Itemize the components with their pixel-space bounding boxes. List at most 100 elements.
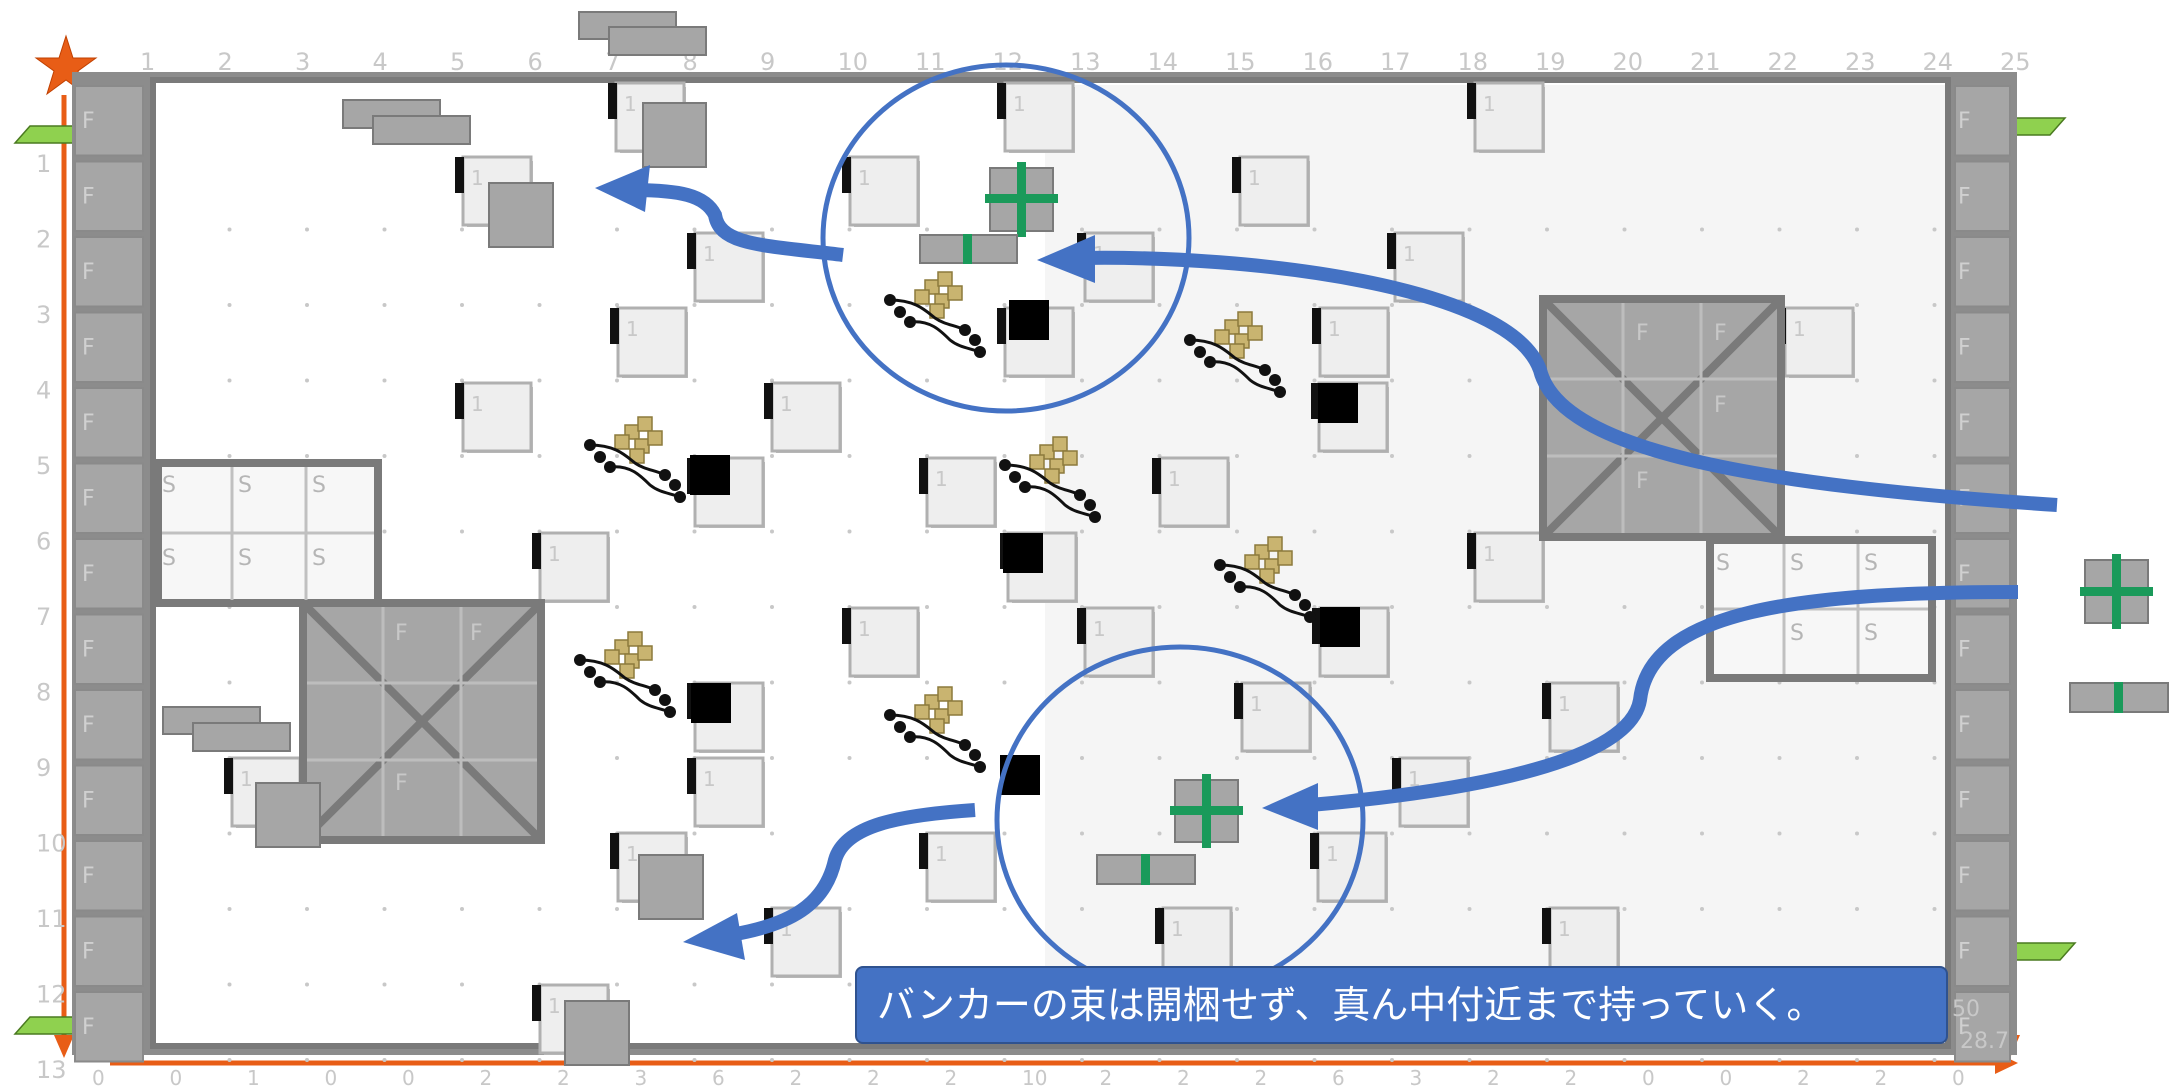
column-label: 22 (1768, 48, 1799, 76)
column-label: 5 (450, 48, 465, 76)
rail-label: F (82, 411, 95, 436)
row-label: 2 (36, 226, 51, 254)
corner-label: 28.7 (1960, 1029, 2009, 1054)
bottom-label: 2 (1487, 1066, 1500, 1087)
column-label: 15 (1225, 48, 1256, 76)
box-label: 1 (1403, 242, 1416, 266)
bottom-label: 0 (402, 1066, 415, 1087)
bottom-label: 0 (325, 1066, 338, 1087)
row-label: 1 (36, 150, 51, 178)
pole-marker-icon (919, 234, 1018, 264)
pallet-icon (162, 11, 707, 752)
column-label: 2 (218, 48, 233, 76)
zone-label: S (238, 473, 252, 498)
column-label: 4 (373, 48, 388, 76)
bunker-bundle-icon (884, 686, 986, 773)
rail-label: F (1958, 864, 1971, 889)
rail-label: F (82, 562, 95, 587)
rail-label: F (1958, 336, 1971, 361)
box-label: 1 (1558, 917, 1571, 941)
zone-label: F (395, 771, 408, 796)
zone-label: S (1864, 621, 1878, 646)
rail-label: F (82, 336, 95, 361)
column-label: 23 (1845, 48, 1876, 76)
bottom-label: 6 (1332, 1066, 1345, 1087)
box-label: 1 (240, 767, 253, 791)
crate-icon: F F F F (1539, 295, 1785, 541)
box-label: 1 (1248, 166, 1261, 190)
bunker-bundle-icon (999, 436, 1101, 523)
bottom-label: 6 (712, 1066, 725, 1087)
box-label: 1 (471, 392, 484, 416)
bottom-label: 0 (1642, 1066, 1655, 1087)
row-label: 7 (36, 603, 51, 631)
bottom-label: 10 (1022, 1066, 1047, 1087)
column-label: 11 (915, 48, 946, 76)
zone-label: S (1864, 551, 1878, 576)
zone-label: S (162, 546, 176, 571)
bottom-label: 2 (1100, 1066, 1113, 1087)
column-label: 16 (1303, 48, 1334, 76)
box-label: 1 (935, 842, 948, 866)
bottom-label: 2 (1565, 1066, 1578, 1087)
zone-label: F (395, 621, 408, 646)
zone-label: S (1790, 621, 1804, 646)
grid-dots (227, 227, 1937, 1062)
rail-label: F (82, 1015, 95, 1040)
rail-label: F (82, 260, 95, 285)
box-label: 1 (626, 317, 639, 341)
rail-label: F (1958, 1015, 1971, 1040)
corner-label: 50 (1952, 997, 1980, 1022)
bottom-label: 0 (92, 1066, 105, 1087)
box-label: 1 (858, 166, 871, 190)
box-label: 1 (1558, 692, 1571, 716)
box-label: 1 (624, 92, 637, 116)
box-label: 1 (1483, 92, 1496, 116)
box-label: 1 (548, 542, 561, 566)
bottom-label: 3 (1410, 1066, 1423, 1087)
row-label: 4 (36, 377, 51, 405)
column-label: 20 (1613, 48, 1644, 76)
bottom-label: 2 (480, 1066, 493, 1087)
flow-arrows (595, 165, 2058, 960)
rail-label: F (1958, 562, 1971, 587)
bunker-bundles (574, 271, 1316, 773)
column-label: 6 (528, 48, 543, 76)
zone-label: S (312, 546, 326, 571)
bottom-label: 0 (170, 1066, 183, 1087)
column-label: 18 (1458, 48, 1489, 76)
pole-marker-icon (2069, 682, 2169, 713)
star-icon (34, 34, 98, 96)
row-label: 8 (36, 679, 51, 707)
bottom-label: 3 (635, 1066, 648, 1087)
pole-marker-icon (1096, 854, 1196, 885)
box-label: 1 (1793, 317, 1806, 341)
column-label: 24 (1923, 48, 1954, 76)
box-label: 1 (1013, 92, 1026, 116)
zone-label: F (1714, 393, 1727, 418)
zone-label: S (312, 473, 326, 498)
row-label: 12 (36, 981, 67, 1009)
zone-label: F (470, 621, 483, 646)
zone-label: S (238, 546, 252, 571)
row-label: 13 (36, 1056, 67, 1084)
zone-label: S (162, 473, 176, 498)
rail-label: F (1958, 940, 1971, 965)
row-label: 11 (36, 905, 67, 933)
column-label: 10 (838, 48, 869, 76)
column-label: 3 (295, 48, 310, 76)
bunker-bundle-icon (1214, 536, 1316, 623)
black-blocks (690, 300, 1360, 795)
rail-label: F (82, 487, 95, 512)
box-label: 1 (1328, 317, 1341, 341)
rail-label: F (1958, 789, 1971, 814)
rail-label: F (82, 789, 95, 814)
bunker-bundle-icon (584, 416, 686, 503)
bottom-label: 0 (1952, 1066, 1965, 1087)
crate-icon: F F F (299, 599, 545, 844)
row-label: 3 (36, 301, 51, 329)
rail-label: F (1958, 185, 1971, 210)
